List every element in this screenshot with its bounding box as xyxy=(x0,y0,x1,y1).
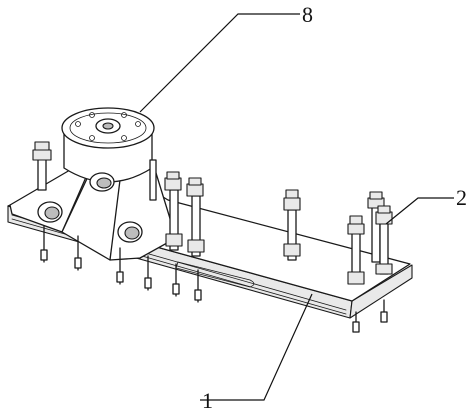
locating-pin xyxy=(380,299,388,323)
stud-bolts xyxy=(32,141,393,285)
stud-bolt xyxy=(32,141,52,191)
callout-8: 8 xyxy=(139,2,313,113)
stud-bolt xyxy=(149,159,157,201)
stud-bolt xyxy=(186,177,205,257)
callout-2: 2 xyxy=(385,185,467,225)
locating-pin xyxy=(172,263,180,297)
locating-pin xyxy=(74,235,82,271)
callout-1: 1 xyxy=(200,293,313,413)
housing-tower xyxy=(9,107,177,261)
locating-pin xyxy=(144,255,152,291)
stud-bolt xyxy=(283,189,301,261)
callout-label-2: 2 xyxy=(456,185,467,210)
stud-bolt xyxy=(347,215,365,285)
locating-pins xyxy=(40,225,388,333)
locating-pin xyxy=(352,311,360,333)
callout-label-8: 8 xyxy=(302,2,313,27)
callout-label-1: 1 xyxy=(202,388,213,413)
stud-bolt xyxy=(375,205,393,275)
locating-pin xyxy=(194,269,202,303)
locating-pin xyxy=(116,247,124,285)
stud-bolt xyxy=(164,171,183,251)
locating-pin xyxy=(40,225,48,263)
